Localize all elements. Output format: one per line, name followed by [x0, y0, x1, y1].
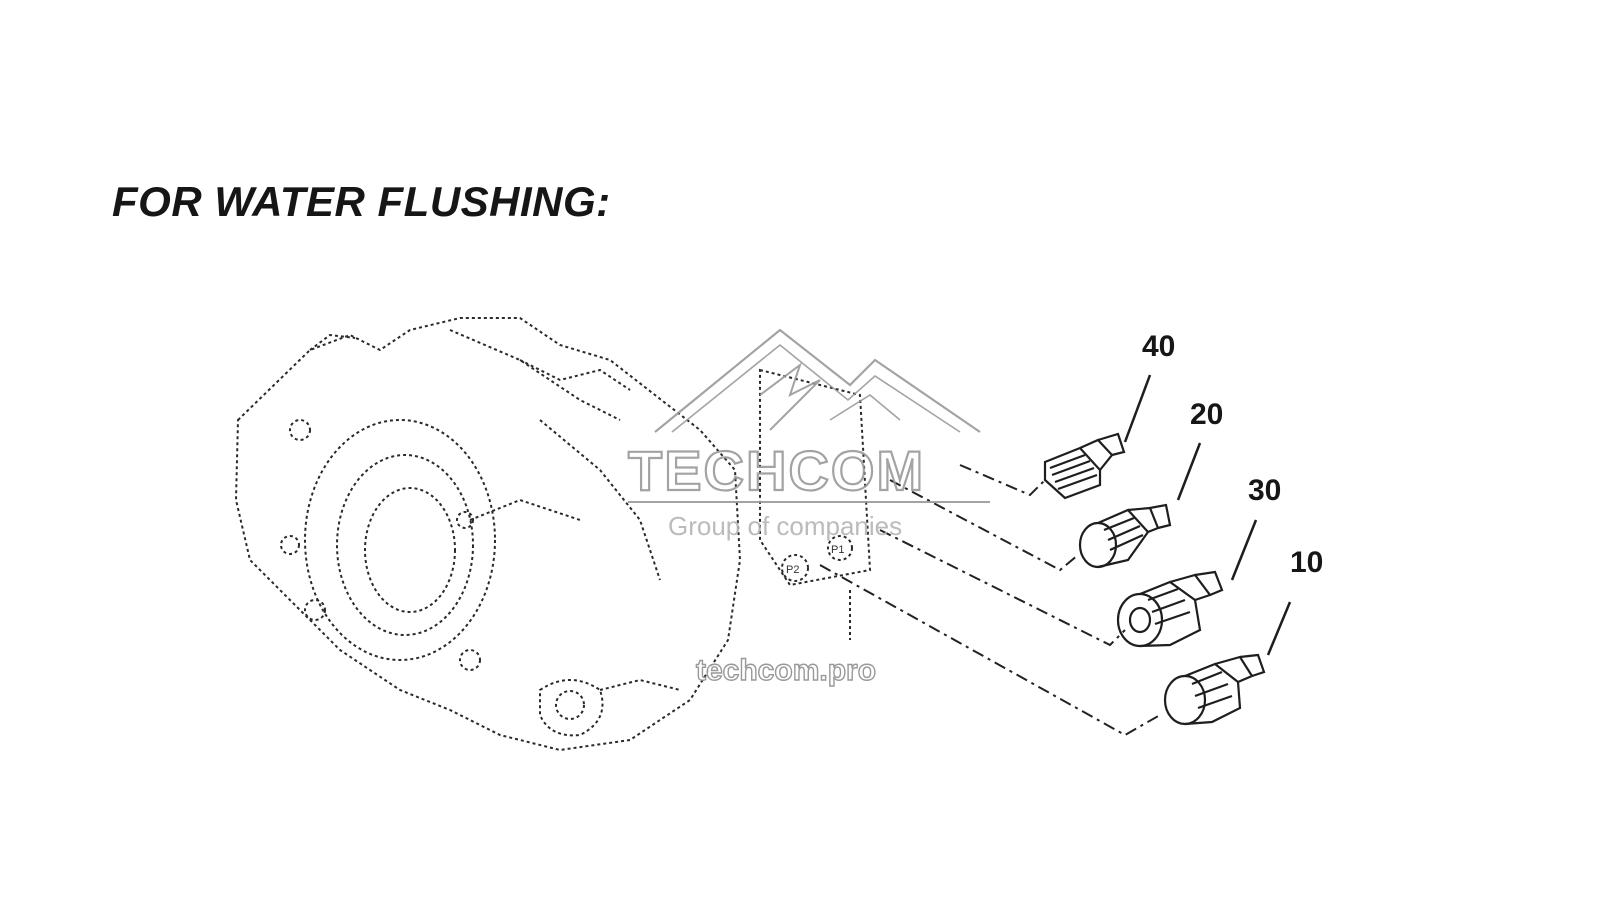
- port-label-p2: P2: [786, 564, 799, 576]
- connection-line-10: [819, 564, 1161, 737]
- callout-10: 10: [1290, 546, 1323, 579]
- leader-line-20: [1176, 442, 1202, 501]
- leader-lines: [1123, 374, 1292, 656]
- drawing-heading: FOR WATER FLUSHING:: [112, 178, 611, 225]
- watermark-url: techcom.pro: [696, 654, 876, 687]
- leader-line-40: [1123, 374, 1152, 443]
- callout-40: 40: [1142, 330, 1175, 363]
- techcom-watermark: TECHCOM Group of companies techcom.pro: [627, 328, 990, 688]
- fitting-10: [1163, 653, 1266, 726]
- connection-lines: [819, 464, 1161, 737]
- mountain-logo-icon: [654, 328, 981, 433]
- connection-line-30: [879, 529, 1126, 647]
- leader-line-30: [1230, 519, 1258, 581]
- fitting-30: [1116, 570, 1224, 648]
- watermark-subtitle: Group of companies: [668, 511, 902, 541]
- fitting-20: [1078, 503, 1172, 569]
- connection-line-40: [959, 464, 1046, 497]
- connection-line-20: [889, 479, 1079, 572]
- gearbox-housing: [234, 317, 742, 752]
- callout-20: 20: [1190, 398, 1223, 431]
- watermark-title: TECHCOM: [628, 439, 925, 502]
- callout-30: 30: [1248, 474, 1281, 507]
- port-block: P2 P1: [759, 368, 872, 640]
- fitting-40: [1043, 432, 1126, 500]
- leader-line-10: [1266, 601, 1292, 656]
- port-label-p1: P1: [831, 544, 844, 556]
